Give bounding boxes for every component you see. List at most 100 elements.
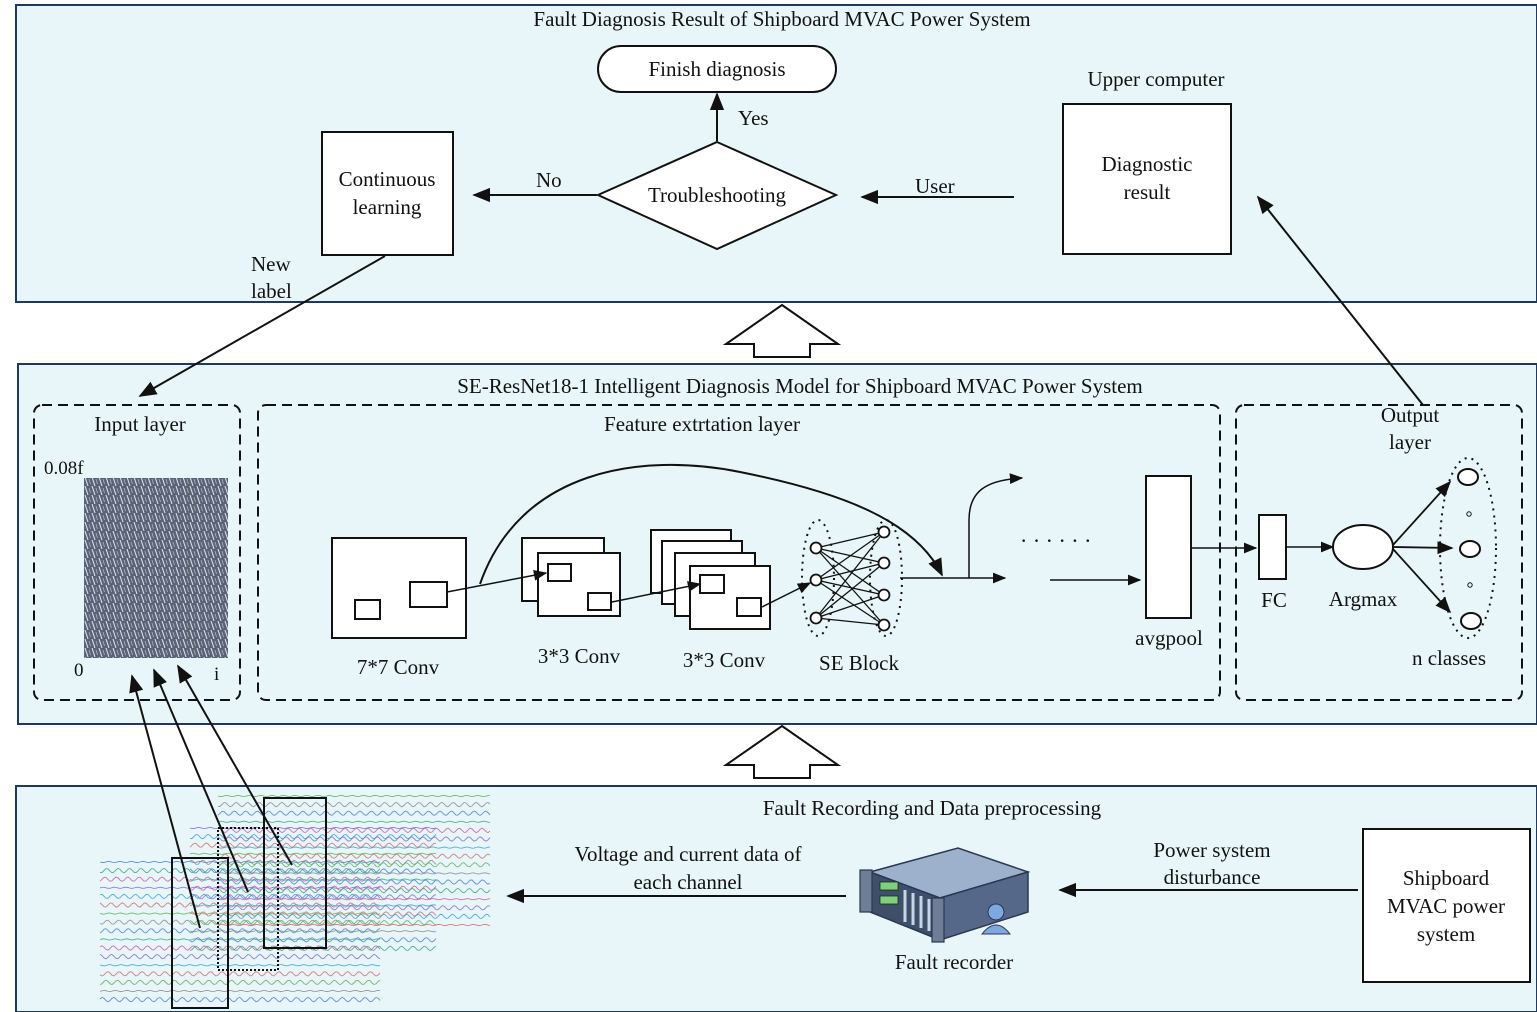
waveform-trace [190, 833, 437, 840]
se-block-label: SE Block [819, 651, 899, 675]
waveform-trace [189, 919, 437, 926]
avgpool-label: avgpool [1135, 626, 1203, 650]
class-node-1 [1457, 468, 1479, 486]
finish-diagnosis-label: Finish diagnosis [648, 57, 785, 81]
top-panel-title: Fault Diagnosis Result of Shipboard MVAC… [533, 7, 1030, 31]
waveform-trace [99, 902, 381, 908]
continuous-learning-line2: learning [353, 195, 422, 219]
troubleshooting-label: Troubleshooting [648, 183, 787, 207]
sample-window-1 [171, 857, 229, 1009]
shipboard-system-box [1362, 828, 1531, 983]
waveform-trace [99, 876, 381, 882]
argmax-to-class-2-arrow [1392, 541, 1454, 555]
diagnostic-result-box [1062, 103, 1232, 255]
waveform-trace [99, 989, 381, 993]
output-to-diagnostic-arrow [1256, 195, 1424, 406]
diagnostic-result-line1: Diagnostic [1102, 152, 1193, 176]
waveform-trace [99, 945, 381, 951]
continuous-learning-box [321, 131, 454, 256]
waveform-trace [189, 842, 437, 848]
user-label: User [915, 174, 955, 198]
finish-diagnosis-node [597, 45, 837, 93]
input-origin-label: 0 [74, 660, 84, 681]
shipboard-system-line2: MVAC power [1387, 894, 1505, 918]
feature-extraction-title: Feature extrtation layer [604, 412, 800, 436]
waveform-trace [189, 930, 437, 933]
waveform-trace [99, 928, 381, 934]
yes-label: Yes [738, 106, 769, 130]
class-dot-1 [1466, 511, 1472, 517]
conv3a-kernel-a [547, 563, 572, 582]
new-label-arrow [138, 255, 386, 397]
voltage-current-line2: each channel [633, 870, 742, 894]
waveform-trace [189, 937, 437, 943]
conv3a-to-conv3b-arrow [611, 581, 702, 603]
sample-window-2 [217, 827, 279, 971]
avgpool-block [1145, 475, 1192, 619]
shipboard-system-line1: Shipboard [1403, 866, 1490, 890]
diagnostic-result-line2: result [1124, 180, 1171, 204]
waveform-trace [99, 886, 381, 889]
input-time-frequency-map [84, 478, 228, 658]
fault-recorder-icon [859, 847, 1031, 943]
upward-flow-arrow-upper [722, 303, 842, 358]
waveform-trace [99, 964, 381, 967]
new-label-line2: label [251, 279, 292, 303]
bottom-panel: Fault Recording and Data preprocessing V… [15, 785, 1537, 1012]
upward-flow-arrow-lower [722, 724, 842, 779]
waveform-trace [99, 996, 381, 1003]
disturbance-line1: Power system [1153, 838, 1270, 862]
continuation-ellipsis: · · · · · · [1020, 528, 1091, 553]
argmax-to-class-1-arrow [1392, 480, 1452, 546]
conv7-kernel-b [409, 581, 448, 608]
waveform-trace [99, 979, 381, 986]
n-classes-label: n classes [1412, 646, 1486, 670]
middle-panel-border [17, 363, 1537, 725]
disturbance-line2: disturbance [1164, 865, 1261, 889]
top-panel: Fault Diagnosis Result of Shipboard MVAC… [15, 4, 1537, 303]
no-label: No [536, 168, 562, 192]
conv3b-label: 3*3 Conv [683, 648, 766, 672]
conv7-kernel-a [354, 599, 381, 620]
waveform-trace [189, 894, 437, 900]
bottom-panel-title: Fault Recording and Data preprocessing [763, 796, 1102, 820]
conv7-label: 7*7 Conv [357, 655, 440, 679]
input-layer-frame [33, 404, 241, 701]
window1-to-input-arrow [129, 674, 201, 929]
conv7-to-conv3a-arrow [446, 569, 548, 593]
class-node-2 [1459, 540, 1481, 558]
output-layer-frame [1235, 404, 1523, 701]
input-x-end-label: i [214, 664, 219, 685]
conv3a-label: 3*3 Conv [538, 644, 621, 668]
conv3b-kernel-b [736, 597, 762, 617]
output-layer-title-line2: layer [1389, 430, 1431, 454]
continuous-learning-line1: Continuous [339, 167, 436, 191]
new-label-line1: New [251, 252, 291, 276]
conv3a-kernel-b [587, 592, 612, 611]
class-node-n [1460, 612, 1482, 630]
fault-recorder-label: Fault recorder [895, 950, 1013, 974]
window2-to-input-arrow [153, 668, 249, 893]
argmax-node [1332, 524, 1394, 570]
waveform-trace [189, 878, 437, 881]
top-panel-border [15, 4, 1537, 303]
bottom-panel-border [15, 785, 1537, 1012]
window3-to-input-arrow [177, 664, 293, 866]
skip-connection-arrow [479, 463, 943, 585]
voltage-current-line1: Voltage and current data of [574, 842, 801, 866]
waveform-trace [189, 868, 437, 874]
shipboard-system-line3: system [1417, 922, 1475, 946]
class-dot-2 [1467, 582, 1473, 588]
waveform-trace [99, 953, 381, 960]
waveform-trace [217, 794, 491, 798]
classes-group-outline [1439, 457, 1497, 639]
fc-block [1258, 514, 1287, 580]
argmax-to-class-n-arrow [1392, 548, 1452, 614]
input-layer-title: Input layer [94, 412, 186, 436]
waveform-trace [189, 885, 437, 891]
troubleshooting-decision [595, 140, 839, 251]
branch-up-arrow [968, 473, 1024, 578]
argmax-label: Argmax [1329, 587, 1398, 611]
